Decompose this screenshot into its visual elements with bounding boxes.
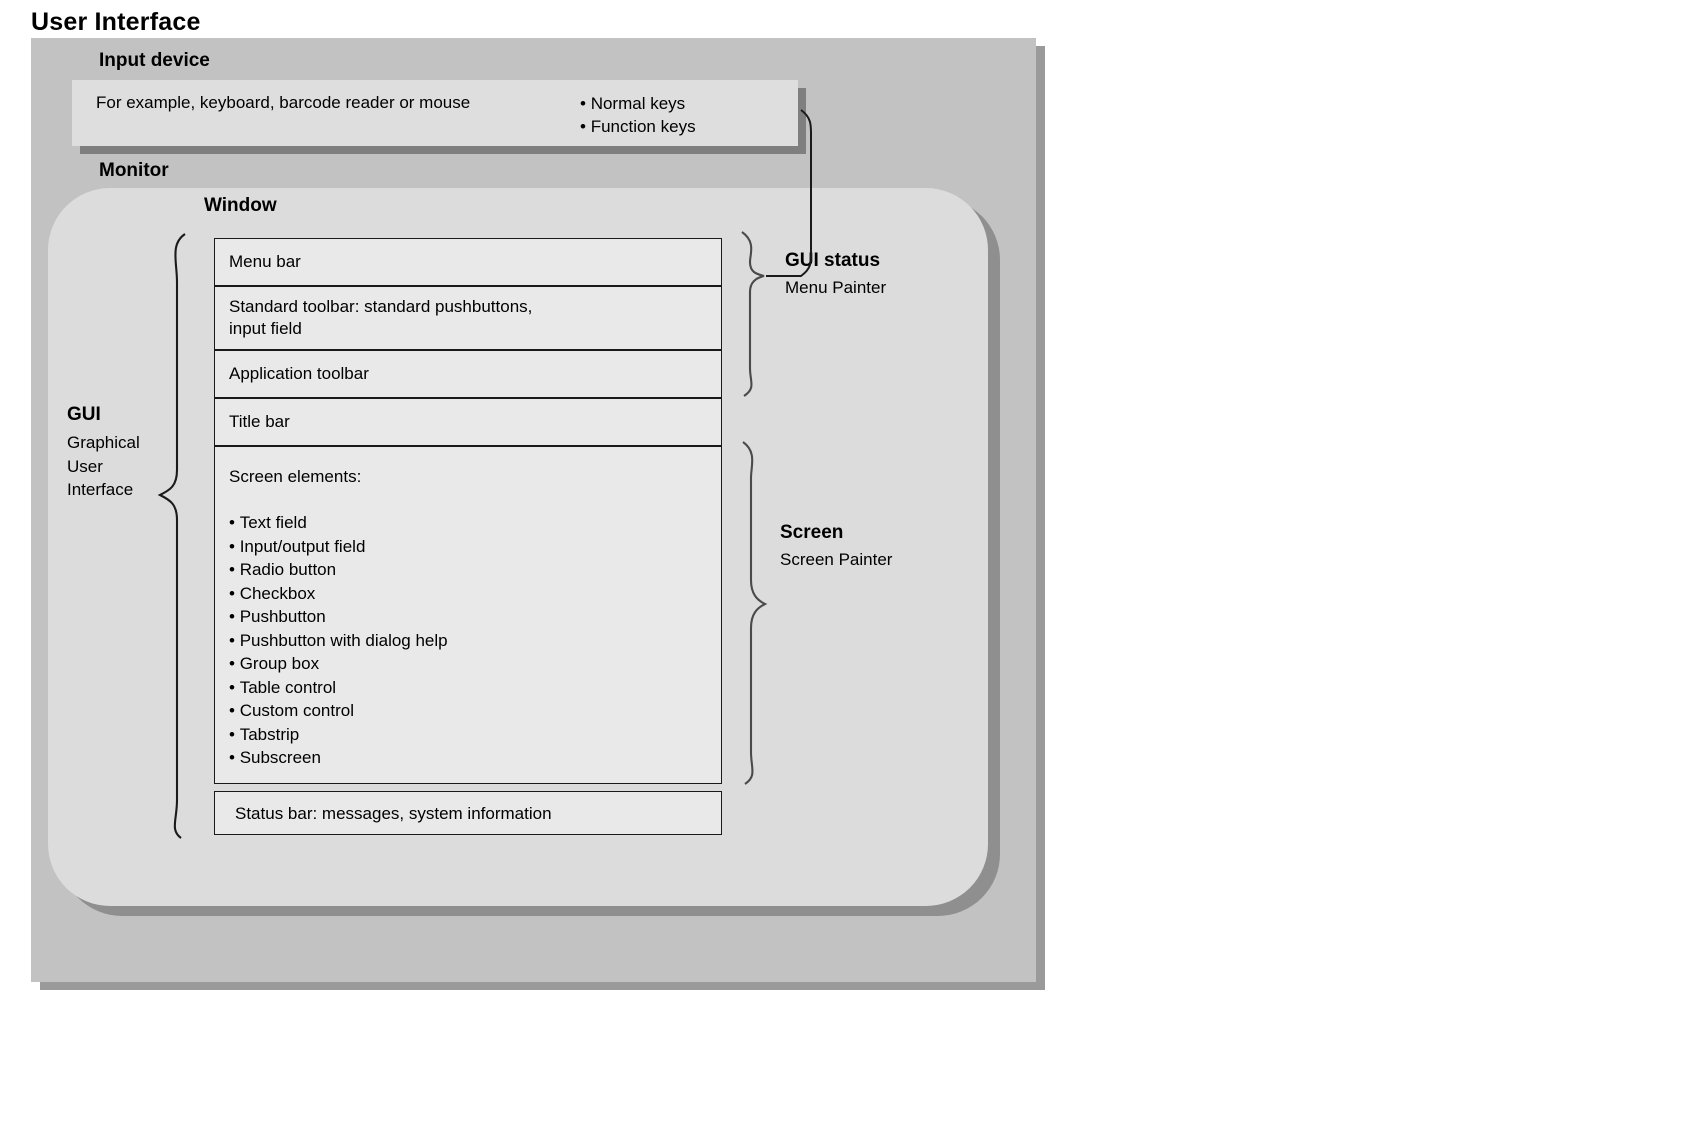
list-item: Function keys [580, 115, 696, 138]
list-item: Radio button [229, 558, 448, 582]
window-box-standard-toolbar-label: Standard toolbar: standard pushbuttons, … [229, 297, 533, 338]
list-item: Checkbox [229, 582, 448, 606]
list-item: Pushbutton with dialog help [229, 629, 448, 653]
screen-elements-title: Screen elements: [229, 467, 362, 486]
list-item: Normal keys [580, 92, 696, 115]
window-box-screen-elements: Screen elements: Text field Input/output… [214, 446, 722, 784]
window-box-status-bar-label: Status bar: messages, system information [235, 804, 552, 823]
list-item: Text field [229, 511, 448, 535]
gui-status-annotation-subtitle: Menu Painter [785, 278, 887, 297]
list-item: Group box [229, 652, 448, 676]
list-item: Tabstrip [229, 723, 448, 747]
list-item: Custom control [229, 699, 448, 723]
window-box-application-toolbar: Application toolbar [214, 350, 722, 398]
list-item: Input/output field [229, 535, 448, 559]
screen-annotation-subtitle: Screen Painter [780, 550, 893, 569]
screen-elements-list: Text field Input/output field Radio butt… [229, 511, 448, 770]
window-heading: Window [204, 195, 277, 216]
window-box-status-bar: Status bar: messages, system information [214, 791, 722, 835]
monitor-heading: Monitor [99, 160, 169, 181]
list-item: Subscreen [229, 746, 448, 770]
window-box-title-bar: Title bar [214, 398, 722, 446]
window-box-application-toolbar-label: Application toolbar [229, 364, 369, 383]
gui-annotation-subtitle: Graphical User Interface [67, 433, 140, 499]
screen-annotation-title: Screen [780, 522, 844, 543]
window-box-menu-bar: Menu bar [214, 238, 722, 286]
list-item: Pushbutton [229, 605, 448, 629]
gui-status-annotation-title: GUI status [785, 250, 881, 271]
window-box-menu-bar-label: Menu bar [229, 252, 301, 271]
input-device-example-text: For example, keyboard, barcode reader or… [96, 93, 471, 112]
page-title: User Interface [31, 8, 201, 36]
window-box-standard-toolbar: Standard toolbar: standard pushbuttons, … [214, 286, 722, 350]
input-device-heading: Input device [99, 50, 210, 71]
input-device-key-list: Normal keys Function keys [580, 92, 696, 138]
list-item: Table control [229, 676, 448, 700]
window-box-title-bar-label: Title bar [229, 412, 290, 431]
gui-annotation-title: GUI [67, 404, 101, 425]
